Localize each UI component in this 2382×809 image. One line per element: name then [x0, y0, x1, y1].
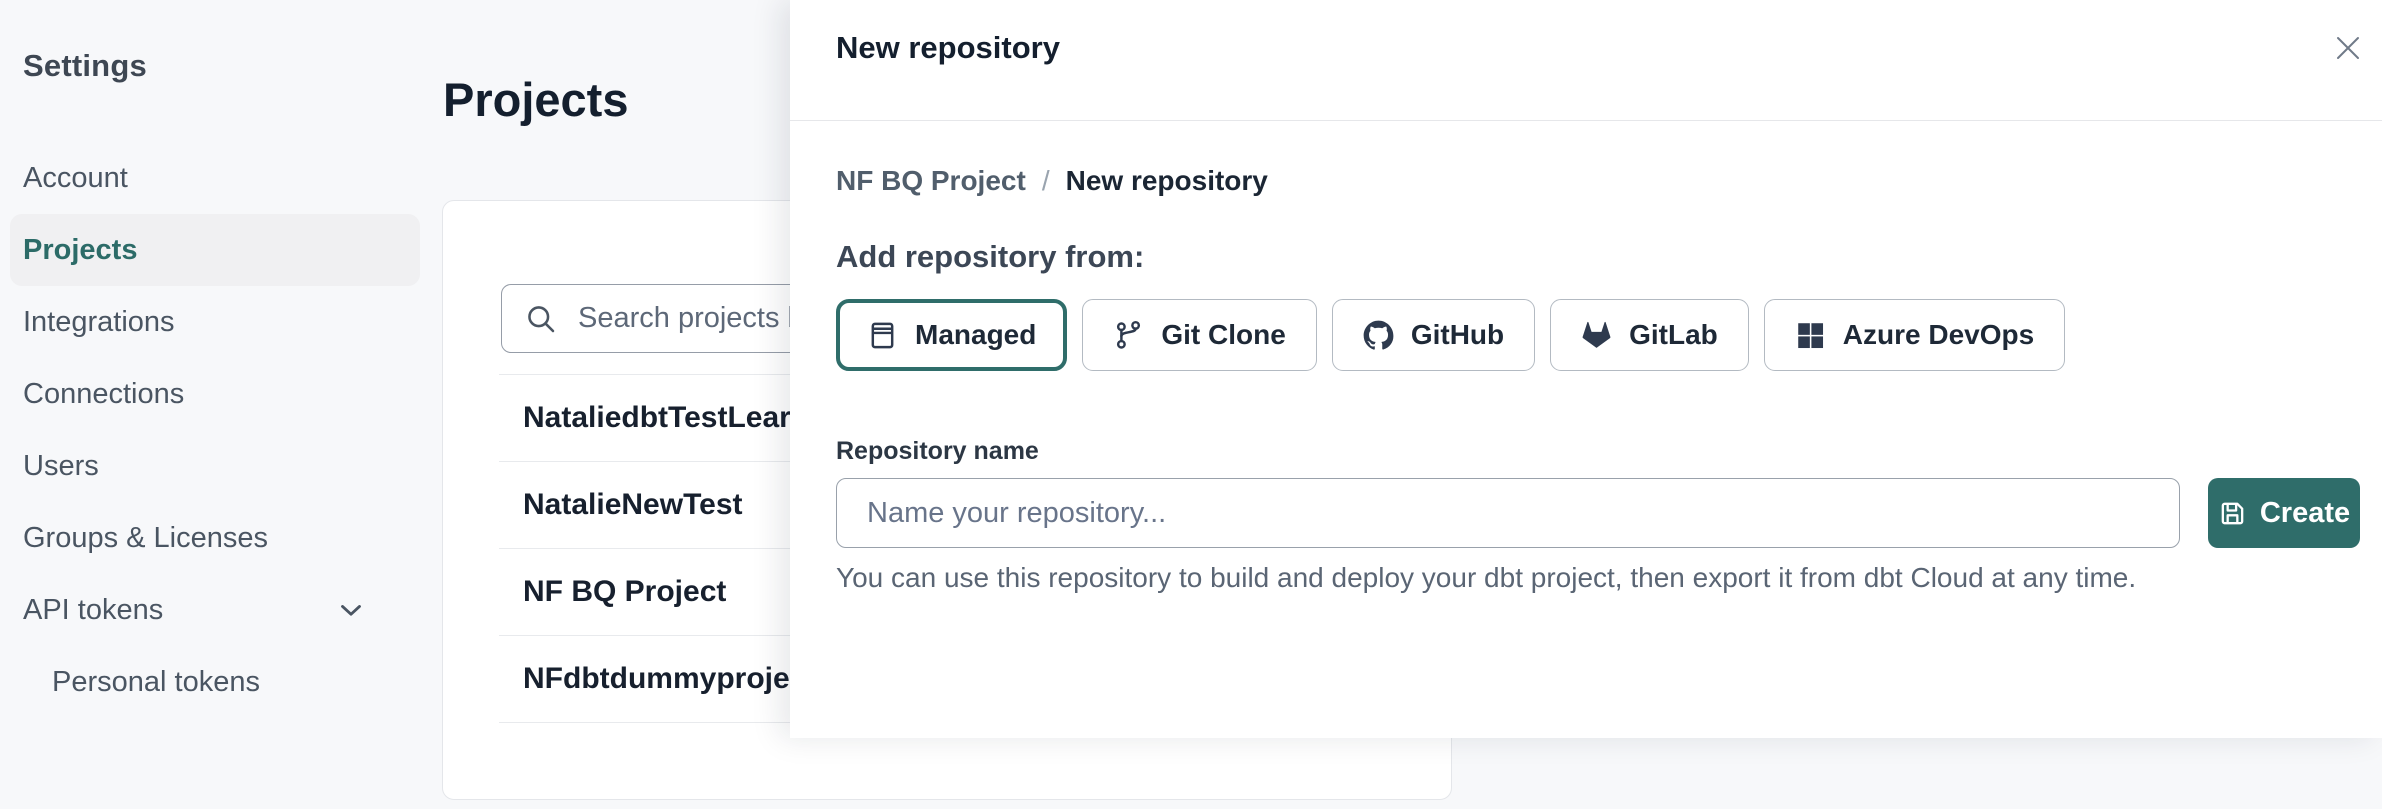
project-name: NFdbtdummyproject	[523, 662, 817, 695]
sidebar-item-label: Personal tokens	[52, 665, 260, 698]
modal-title: New repository	[836, 30, 1060, 65]
create-button[interactable]: Create	[2208, 478, 2360, 548]
chevron-down-icon[interactable]	[334, 593, 368, 627]
modal-body: NF BQ Project / New repository Add repos…	[790, 165, 2382, 594]
breadcrumb-project-link[interactable]: NF BQ Project	[836, 165, 1026, 196]
sidebar-item-label: API tokens	[23, 593, 164, 626]
close-icon[interactable]	[2326, 26, 2370, 70]
sidebar-item-connections[interactable]: Connections	[10, 358, 420, 430]
new-repository-modal: New repository NF BQ Project / New repos…	[790, 0, 2382, 738]
sidebar-item-integrations[interactable]: Integrations	[10, 286, 420, 358]
project-name: NatalieNewTest	[523, 488, 743, 521]
sidebar-item-users[interactable]: Users	[10, 430, 420, 502]
breadcrumb-separator: /	[1041, 165, 1050, 196]
page-title: Projects	[443, 73, 629, 126]
sidebar-item-label: Groups & Licenses	[23, 521, 269, 554]
sidebar-item-account[interactable]: Account	[10, 142, 420, 214]
project-name: NF BQ Project	[523, 575, 727, 608]
sidebar-item-projects[interactable]: Projects	[10, 214, 420, 286]
sidebar-item-groups-licenses[interactable]: Groups & Licenses	[10, 502, 420, 574]
gitlab-icon	[1581, 320, 1612, 351]
repository-name-row: Create	[836, 478, 2360, 548]
source-github-button[interactable]: GitHub	[1331, 299, 1536, 371]
source-git-clone-button[interactable]: Git Clone	[1082, 299, 1317, 371]
source-button-label: Git Clone	[1161, 319, 1286, 350]
azure-devops-icon	[1795, 320, 1826, 351]
source-azure-devops-button[interactable]: Azure DevOps	[1763, 299, 2066, 371]
sidebar-item-label: Projects	[23, 233, 138, 266]
source-button-label: Azure DevOps	[1842, 319, 2035, 350]
breadcrumb: NF BQ Project / New repository	[836, 165, 2360, 197]
repo-icon	[867, 320, 898, 351]
sidebar-title: Settings	[23, 48, 147, 83]
create-button-label: Create	[2259, 496, 2351, 529]
sidebar-item-api-tokens[interactable]: API tokens	[10, 574, 420, 646]
sidebar-item-personal-tokens[interactable]: Personal tokens	[10, 646, 420, 718]
sidebar-nav: Account Projects Integrations Connection…	[0, 142, 436, 718]
repository-name-label: Repository name	[836, 437, 1039, 465]
modal-header: New repository	[790, 0, 2382, 121]
settings-sidebar: Settings Account Projects Integrations C…	[0, 0, 436, 738]
source-gitlab-button[interactable]: GitLab	[1550, 299, 1749, 371]
sidebar-item-label: Integrations	[23, 305, 175, 338]
save-icon	[2218, 499, 2247, 528]
sidebar-item-label: Connections	[23, 377, 185, 410]
repository-source-options: Managed Git Clone	[836, 299, 2360, 371]
project-name: NataliedbtTestLearn T	[523, 401, 836, 434]
add-repository-heading: Add repository from:	[836, 239, 1145, 274]
source-button-label: GitLab	[1629, 319, 1718, 350]
repository-name-input[interactable]	[836, 478, 2180, 548]
source-managed-button[interactable]: Managed	[836, 299, 1068, 371]
git-branch-icon	[1113, 320, 1144, 351]
github-icon	[1363, 320, 1394, 351]
sidebar-item-label: Users	[23, 449, 99, 482]
repository-helper-text: You can use this repository to build and…	[836, 562, 2137, 593]
breadcrumb-current: New repository	[1065, 165, 1268, 196]
source-button-label: Managed	[915, 319, 1037, 350]
search-icon	[523, 301, 559, 337]
sidebar-item-label: Account	[23, 161, 128, 194]
source-button-label: GitHub	[1410, 319, 1505, 350]
